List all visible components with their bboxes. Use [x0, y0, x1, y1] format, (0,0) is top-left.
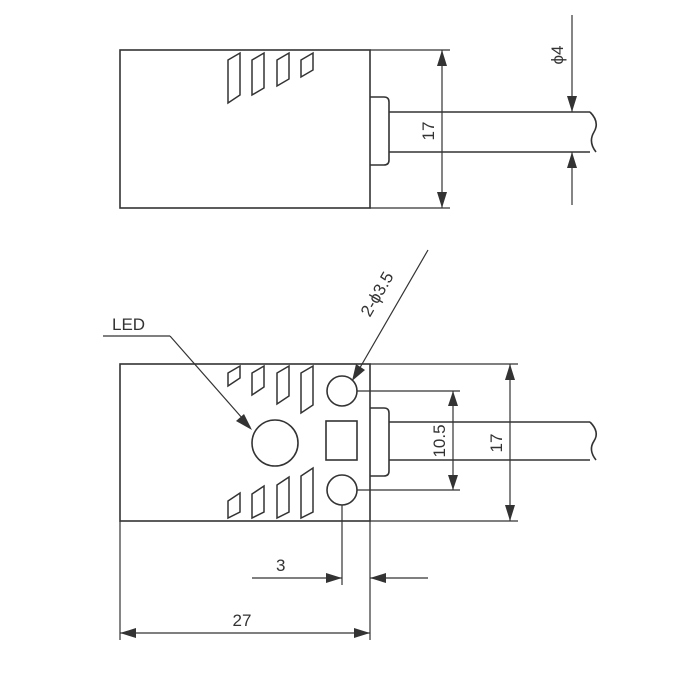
- arrow-icon: [448, 391, 458, 406]
- side-cable-break: [589, 111, 598, 153]
- sensing-window: [325, 420, 358, 461]
- arrow-icon: [352, 364, 365, 381]
- arrow-icon: [326, 573, 342, 583]
- front-vent-slot: [227, 491, 241, 520]
- arrow-icon: [236, 414, 252, 430]
- front-vent-slot: [276, 475, 290, 520]
- side-vent-slot: [276, 51, 290, 88]
- front-vent-slot: [227, 364, 241, 388]
- side-vent-slot: [251, 51, 265, 97]
- front-cable-break: [589, 421, 598, 461]
- front-vent-slot: [251, 364, 265, 397]
- arrow-icon: [437, 50, 447, 66]
- front-vent-slot: [300, 466, 314, 520]
- front-vent-slot: [251, 484, 265, 520]
- mounting-hole: [326, 474, 358, 506]
- front-vent-slot: [300, 364, 314, 415]
- side-vent-slot: [227, 51, 241, 105]
- side-vent-slot: [300, 51, 314, 79]
- hole-offset-label: 3: [276, 556, 285, 575]
- led-leader: [169, 335, 251, 428]
- arrow-icon: [354, 628, 370, 638]
- front-height-label: 17: [487, 434, 506, 453]
- side-height-label: 17: [419, 122, 438, 141]
- arrow-icon: [567, 96, 577, 112]
- side-cable-gland: [370, 96, 390, 166]
- arrow-icon: [505, 364, 515, 380]
- led-indicator: [251, 419, 299, 467]
- arrow-icon: [448, 475, 458, 490]
- hole-leader: [353, 249, 429, 379]
- front-view-body: [119, 363, 371, 522]
- front-view: LED 2-ϕ3.5 10.5 17 3 27: [103, 249, 598, 640]
- arrow-icon: [120, 628, 136, 638]
- side-view-body: [119, 49, 371, 209]
- front-vent-slot: [276, 364, 290, 406]
- front-cable-gland: [370, 407, 390, 477]
- led-label: LED: [112, 315, 145, 334]
- side-view: 17 ϕ4: [119, 15, 598, 209]
- cable-diameter-label: ϕ4: [548, 46, 567, 65]
- hole-spacing-label: 10.5: [430, 424, 449, 457]
- arrow-icon: [505, 505, 515, 521]
- arrow-icon: [370, 573, 386, 583]
- arrow-icon: [567, 152, 577, 168]
- arrow-icon: [437, 192, 447, 208]
- body-length-label: 27: [233, 611, 252, 630]
